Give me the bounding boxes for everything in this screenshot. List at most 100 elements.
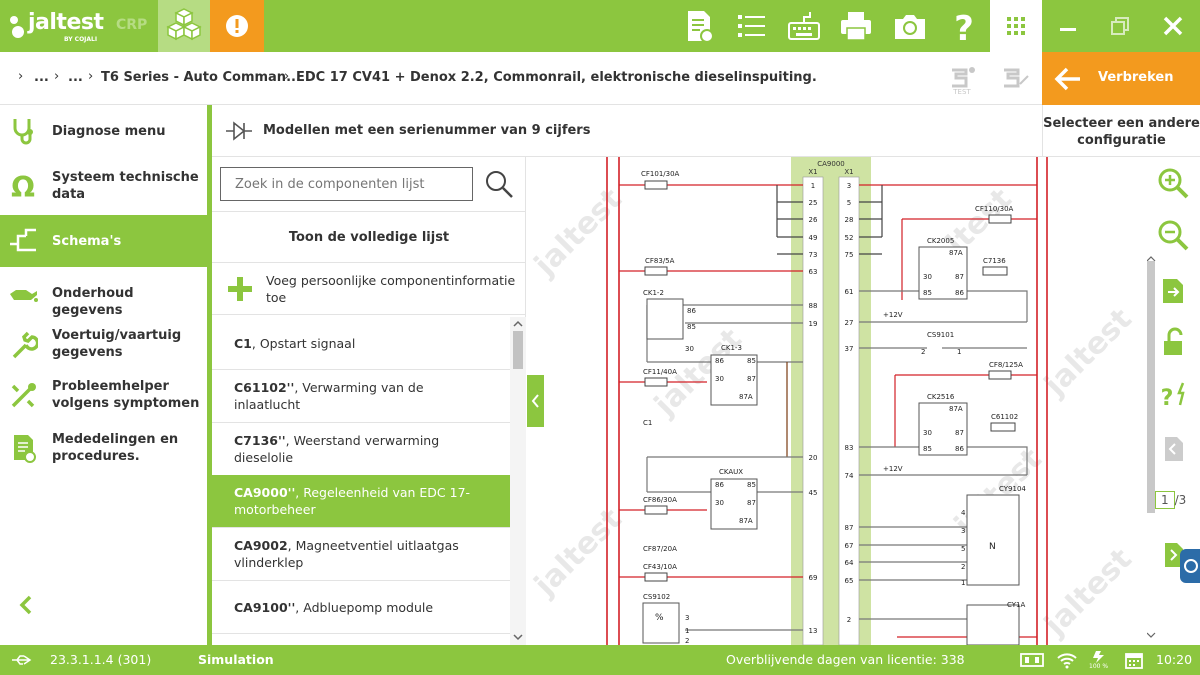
relay-pin-number: 87A <box>949 405 963 413</box>
connector-pin-label: 4 <box>961 509 966 517</box>
support-icon <box>1184 559 1198 573</box>
component-item: CA9002, Magneetventiel uitlaatgas vlinde… <box>234 537 488 571</box>
sidebar-item-maintenance[interactable]: Onderhoud gegevens <box>0 267 207 319</box>
page-current[interactable]: 1 <box>1155 491 1175 509</box>
sidebar-item-notices[interactable]: Mededelingen en procedures. <box>0 423 207 475</box>
watermark: jaltest <box>527 182 629 284</box>
breadcrumb-item[interactable]: ... <box>34 70 49 85</box>
sidebar-divider <box>207 105 212 645</box>
component-code: C7136'' <box>234 433 286 448</box>
collapse-sidebar-icon[interactable] <box>12 591 40 619</box>
fuse <box>644 572 668 582</box>
select-other-configuration-label: Selecteer een andere configuratie <box>1043 116 1200 148</box>
component-letter: N <box>989 542 996 552</box>
show-full-list-button[interactable]: Toon de volledige lijst <box>212 211 526 263</box>
sidebar-item-diagnose[interactable]: Diagnose menu <box>0 105 207 157</box>
sidebar-item-schemas[interactable]: Schema's <box>0 215 207 267</box>
relay-pin-number: 87 <box>955 273 964 281</box>
show-full-list-label: Toon de volledige lijst <box>288 230 450 245</box>
sidebar-item-troubleshooter[interactable]: Probleemhelper volgens symptomen <box>0 371 207 423</box>
breadcrumb-item[interactable]: ... <box>68 70 83 85</box>
component-row[interactable]: CA9002, Magneetventiel uitlaatgas vlinde… <box>212 528 510 581</box>
schematic-scrollbar[interactable] <box>1146 253 1163 645</box>
close-icon[interactable] <box>1157 10 1189 42</box>
label-ck2005: CK2005 <box>927 237 954 245</box>
breadcrumb-separator: › <box>18 69 24 84</box>
ecu-pin-number: 88 <box>809 302 818 310</box>
component-row[interactable]: C1, Opstart signaal <box>212 317 510 370</box>
logo-text: jaltest <box>28 10 104 35</box>
oil-can-icon <box>10 290 38 302</box>
export-icon[interactable] <box>1157 275 1189 307</box>
crp-label[interactable]: CRP <box>116 17 148 33</box>
keyboard-icon[interactable] <box>786 8 822 44</box>
zoom-out-icon[interactable] <box>1157 219 1189 251</box>
disconnect-button[interactable]: Verbreken <box>1042 52 1200 105</box>
breadcrumb-item[interactable]: T6 Series - Auto Comman... <box>101 70 301 85</box>
component-search-input[interactable] <box>220 167 473 201</box>
camera-icon[interactable] <box>892 8 928 44</box>
sidebar-item-vehicle-data[interactable]: Voertuig/vaartuig gegevens <box>0 319 207 371</box>
printer-icon[interactable] <box>838 8 874 44</box>
relay-pin-number: 87A <box>739 393 753 401</box>
component-item: C61102'', Verwarming van de inlaatlucht <box>234 379 488 413</box>
next-page-icon[interactable] <box>1157 539 1189 571</box>
s-connect-icon[interactable] <box>996 62 1032 96</box>
battery-icon <box>1093 651 1104 663</box>
sidebar-item-technical-data[interactable]: Ω Systeem technische data <box>0 157 207 215</box>
select-other-configuration-button[interactable]: Selecteer een andere configuratie <box>1042 105 1200 157</box>
alert-button[interactable] <box>210 0 264 52</box>
schematic-collapse-tab[interactable] <box>527 375 544 427</box>
component-item: C7136'', Weerstand verwarming dieselolie <box>234 432 488 466</box>
component-row-selected[interactable]: CA9000'', Regeleenheid van EDC 17-motorb… <box>212 475 510 528</box>
label-cy1a: CY1A <box>1007 601 1025 609</box>
help-icon[interactable]: ? <box>946 8 982 44</box>
minimize-icon[interactable] <box>1052 10 1084 42</box>
label-cf101: CF101/30A <box>641 170 680 178</box>
tools-icon <box>11 383 36 408</box>
unlock-icon[interactable] <box>1157 327 1189 359</box>
grid-icon <box>1007 17 1025 35</box>
previous-page-icon[interactable] <box>1157 433 1189 465</box>
remote-support-tab[interactable] <box>1180 549 1200 583</box>
report-icon[interactable] <box>682 8 718 44</box>
wiring-schematic[interactable]: jaltest jaltest jaltest jaltest jaltest … <box>527 157 1147 645</box>
help-component-icon[interactable]: ? <box>1157 379 1189 411</box>
relay <box>918 402 968 456</box>
software-version: 23.3.1.1.4 (301) <box>50 652 152 667</box>
ecu-pin-number: 25 <box>809 199 818 207</box>
search-icon[interactable] <box>484 169 514 199</box>
sidebar: Diagnose menu Ω Systeem technische data … <box>0 105 207 645</box>
ecu-pin-number: 74 <box>845 472 854 480</box>
list-icon[interactable] <box>734 8 770 44</box>
apps-grid-button[interactable] <box>990 0 1042 52</box>
s-test-icon[interactable]: TEST <box>944 62 980 96</box>
ecu-pin-number: 49 <box>809 234 818 242</box>
ecu-label: CA9000 <box>817 160 845 168</box>
watermark: jaltest <box>527 502 629 604</box>
document-icon <box>14 435 36 463</box>
relay-pin-number: 87 <box>747 375 756 383</box>
schematic-tools: ? 1/3 <box>1146 157 1200 645</box>
sidebar-item-label: Schema's <box>52 234 122 249</box>
add-component-info-button[interactable]: Voeg persoonlijke componentinformatie to… <box>212 263 526 315</box>
alert-icon <box>226 15 248 37</box>
fuse <box>644 180 668 190</box>
component-row[interactable]: C61102'', Verwarming van de inlaatlucht <box>212 370 510 423</box>
component-row[interactable]: C7136'', Weerstand verwarming dieselolie <box>212 423 510 476</box>
zoom-in-icon[interactable] <box>1157 167 1189 199</box>
modules-button[interactable] <box>158 0 210 52</box>
relay-pin-number: 30 <box>685 345 694 353</box>
relay-pin-number: 87A <box>739 517 753 525</box>
wiring-right <box>859 184 1037 638</box>
component-row[interactable]: CA9100'', Adbluepomp module <box>212 581 510 634</box>
fuses-right <box>982 214 1016 432</box>
restore-icon[interactable] <box>1104 10 1136 42</box>
component-code: CA9002 <box>234 538 288 553</box>
mode-label: Simulation <box>198 652 274 667</box>
component-list-scrollbar[interactable] <box>510 317 526 645</box>
sidebar-item-label: Diagnose menu <box>52 124 166 139</box>
component-code: C61102'' <box>234 380 295 395</box>
label-c7136: C7136 <box>983 257 1006 265</box>
